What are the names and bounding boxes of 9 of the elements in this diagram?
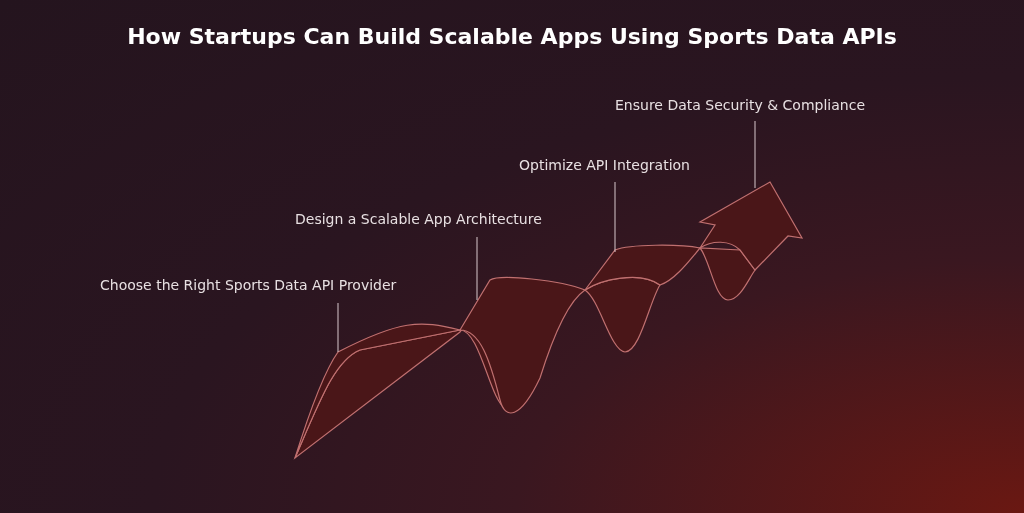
step-label: Optimize API Integration bbox=[519, 157, 690, 173]
title: How Startups Can Build Scalable Apps Using Sports Data APIs bbox=[126, 24, 898, 49]
step-label: Ensure Data Security & Compliance bbox=[615, 97, 865, 113]
step-label: Design a Scalable App Architecture bbox=[295, 211, 542, 227]
leader-line bbox=[754, 120, 756, 189]
leader-line bbox=[337, 302, 339, 353]
leader-line bbox=[476, 236, 478, 301]
step-label: Choose the Right Sports Data API Provider bbox=[100, 277, 397, 293]
leader-line bbox=[614, 181, 616, 253]
